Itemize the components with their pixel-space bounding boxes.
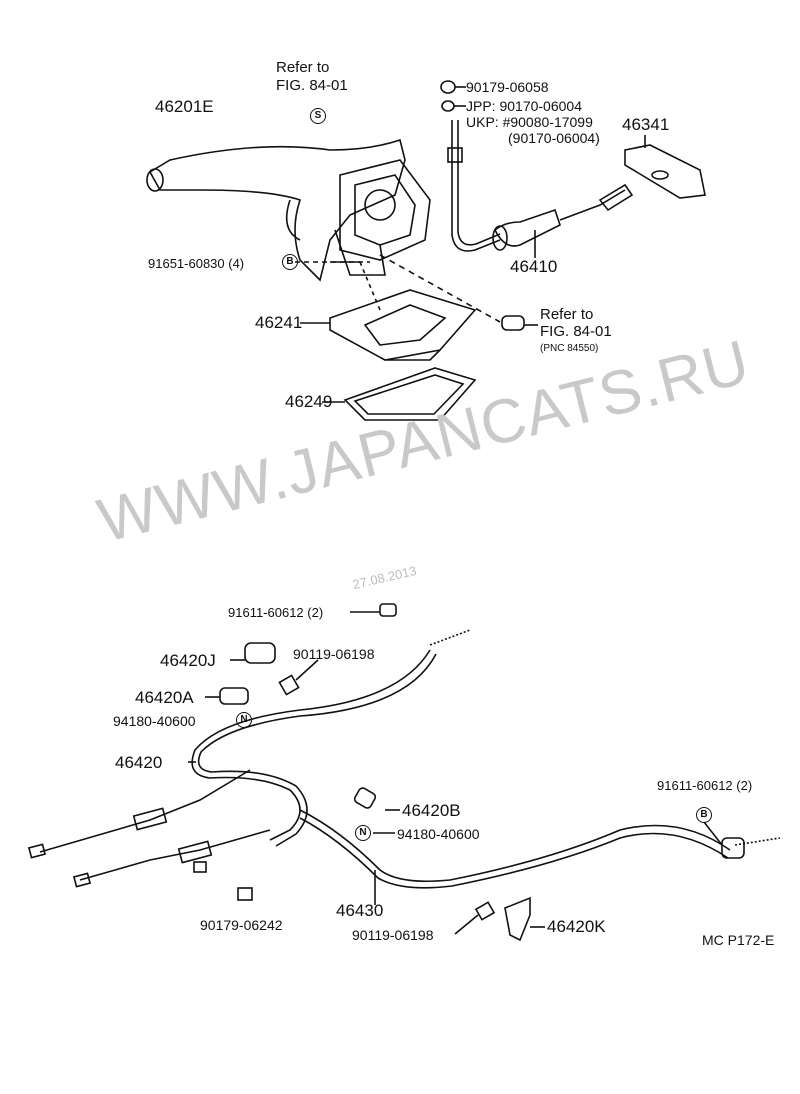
part-91611-a: 91611-60612 (2)	[228, 605, 324, 620]
refer-right-line2: FIG. 84-01	[540, 323, 612, 340]
part-46241: 46241	[255, 313, 303, 332]
part-94180-b: 94180-40600	[397, 826, 480, 842]
refer-right-line1: Refer to	[540, 306, 594, 323]
part-46420K: 46420K	[547, 917, 606, 936]
part-46430: 46430	[336, 901, 384, 920]
part-46249: 46249	[285, 392, 333, 411]
gasket-46249-drawing	[322, 367, 477, 421]
part-46201E: 46201E	[155, 97, 214, 116]
part-46420J: 46420J	[160, 651, 216, 670]
refer-right-pnc: (PNC 84550)	[540, 343, 599, 354]
part-91611-b: 91611-60612 (2)	[657, 778, 753, 793]
part-90119-a: 90119-06198	[293, 646, 375, 662]
marker-n: N	[236, 712, 252, 728]
ukp-label: UKP: #90080-17099	[466, 114, 593, 130]
marker-b: B	[696, 807, 712, 823]
marker-n: N	[355, 825, 371, 841]
figure-code: MC P172-E	[702, 932, 775, 948]
part-46420B: 46420B	[402, 801, 461, 820]
part-90119-b: 90119-06198	[352, 927, 434, 943]
jpp-label: JPP: 90170-06004	[466, 98, 582, 114]
ukp-alt-label: (90170-06004)	[508, 130, 600, 146]
part-46420: 46420	[115, 753, 163, 772]
bracket-46341-drawing	[624, 135, 706, 199]
marker-b: B	[282, 254, 298, 270]
brake-lever-drawing	[146, 138, 431, 282]
marker-s: S	[310, 108, 326, 124]
refer-top-line1: Refer to	[276, 59, 330, 76]
small-parts-drawing	[188, 603, 545, 942]
connector-drawing	[501, 315, 538, 331]
part-46420A: 46420A	[135, 688, 194, 707]
part-91651: 91651-60830 (4)	[148, 256, 245, 271]
rear-cable-drawing	[27, 629, 781, 901]
part-46341: 46341	[622, 115, 670, 134]
refer-top-line2: FIG. 84-01	[276, 77, 348, 94]
part-90179-06242: 90179-06242	[200, 917, 283, 933]
plate-46241-drawing	[300, 289, 477, 361]
part-46410: 46410	[510, 257, 558, 276]
cable-46410-drawing	[440, 80, 634, 258]
part-94180-a: 94180-40600	[113, 713, 196, 729]
part-90179-06058: 90179-06058	[466, 79, 549, 95]
